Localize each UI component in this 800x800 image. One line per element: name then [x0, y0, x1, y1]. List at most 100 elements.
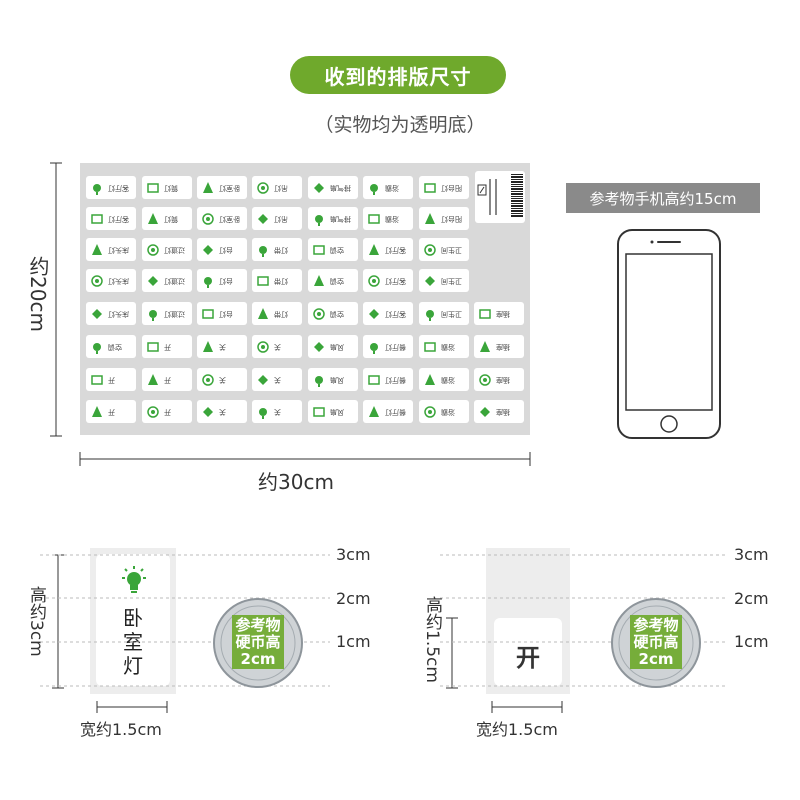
sticker-icon	[146, 373, 160, 387]
sticker-icon	[256, 307, 270, 321]
sheet-sticker: 床头灯	[86, 238, 136, 261]
sticker-icon	[146, 274, 160, 288]
sticker-icon	[423, 307, 437, 321]
left-height-label: 高约3cm	[26, 586, 46, 657]
sticker-icon	[367, 212, 381, 226]
sticker-icon	[256, 212, 270, 226]
sheet-sticker: 灯带	[252, 302, 302, 325]
sticker-icon	[312, 274, 326, 288]
sticker-icon	[256, 243, 270, 257]
sticker-icon	[312, 212, 326, 226]
sheet-sticker: 餐厅灯	[363, 400, 413, 423]
coin-line3: 2cm	[638, 650, 674, 668]
sheet-sticker: 客厅灯	[86, 207, 136, 230]
coin-line2: 硬币高	[633, 633, 679, 651]
sheet-sticker: 浴霸	[363, 207, 413, 230]
sheet-sticker: 灯带	[252, 238, 302, 261]
sheet-sticker: 风扇	[308, 400, 358, 423]
scale-3cm: 3cm	[336, 545, 371, 564]
sticker-icon	[478, 340, 492, 354]
sheet-sticker: 浴霸	[419, 400, 469, 423]
sticker-icon	[256, 373, 270, 387]
sticker-icon	[367, 274, 381, 288]
coin-caption: 参考物 硬币高 2cm	[624, 617, 688, 668]
sheet-sticker: 客厅灯	[86, 176, 136, 199]
sheet-sticker: 餐厅灯	[363, 368, 413, 391]
sheet-sticker: 关	[197, 335, 247, 358]
sticker-icon	[423, 373, 437, 387]
page-title: 收到的排版尺寸	[324, 64, 472, 89]
coin-caption: 参考物 硬币高 2cm	[226, 617, 290, 668]
sheet-sticker: 客厅灯	[363, 302, 413, 325]
sheet-sticker: 卫生间	[419, 302, 469, 325]
sheet-sticker: 风扇	[308, 368, 358, 391]
sticker-icon	[201, 340, 215, 354]
sheet-sticker: 灯带	[252, 269, 302, 292]
title-pill: 收到的排版尺寸	[290, 56, 506, 94]
sticker-icon	[146, 181, 160, 195]
sheet-sticker: 餐厅灯	[363, 335, 413, 358]
sticker-icon	[256, 405, 270, 419]
sticker-text: 开	[516, 644, 540, 672]
sheet-sticker: 关	[252, 368, 302, 391]
sheet-sticker: 床头灯	[86, 302, 136, 325]
sheet-sticker: 开	[142, 368, 192, 391]
sticker-sample-tall: 卧室灯	[90, 548, 176, 694]
sticker-icon	[90, 373, 104, 387]
sticker-icon	[146, 307, 160, 321]
sheet-sticker: 空调	[86, 335, 136, 358]
sticker-icon	[146, 212, 160, 226]
sheet-width-label: 约30cm	[258, 470, 334, 494]
sheet-sticker: 关	[252, 335, 302, 358]
left-width-label: 宽约1.5cm	[80, 720, 162, 739]
sheet-sticker: 台灯	[197, 269, 247, 292]
sticker-icon	[201, 274, 215, 288]
scale-2cm: 2cm	[336, 589, 371, 608]
sticker-open: 开	[494, 618, 562, 686]
sticker-icon	[256, 274, 270, 288]
sticker-icon	[478, 405, 492, 419]
phone-icon	[617, 229, 721, 439]
sheet-height-label: 约20cm	[26, 256, 50, 332]
sticker-icon	[146, 405, 160, 419]
sheet-sticker: 筒灯	[142, 207, 192, 230]
sheet-sticker: 阳台灯	[419, 207, 469, 230]
sheet-sticker: 吊灯	[252, 207, 302, 230]
bulb-icon	[122, 566, 146, 593]
sheet-sticker: 浴霸	[419, 368, 469, 391]
sheet-sticker: 过道灯	[142, 269, 192, 292]
sticker-icon	[90, 181, 104, 195]
sheet-sticker: 台灯	[197, 238, 247, 261]
right-width-label: 宽约1.5cm	[476, 720, 558, 739]
sheet-sticker: 吊灯	[252, 176, 302, 199]
sticker-icon	[423, 243, 437, 257]
sticker-icon	[478, 373, 492, 387]
sticker-icon	[90, 212, 104, 226]
sheet-sticker: 插座	[474, 335, 524, 358]
scale-1cm: 1cm	[734, 632, 769, 651]
sheet-sticker: 排气扇	[308, 207, 358, 230]
sticker-icon	[423, 340, 437, 354]
sheet-sticker: 卧室灯	[197, 176, 247, 199]
sticker-icon	[312, 373, 326, 387]
sheet-sticker: 空调	[308, 238, 358, 261]
reference-label: 参考物手机高约15cm	[566, 183, 760, 213]
sticker-bedroom-light: 卧室灯	[96, 554, 170, 686]
sheet-sticker: 关	[197, 368, 247, 391]
sheet-sticker: 空调	[308, 269, 358, 292]
sheet-sticker: 卫生间	[419, 238, 469, 261]
sheet-sticker: 客厅灯	[363, 269, 413, 292]
scale-1cm: 1cm	[336, 632, 371, 651]
coin-line3: 2cm	[240, 650, 276, 668]
barcode-icon	[477, 174, 523, 217]
sticker-icon	[367, 181, 381, 195]
sticker-icon	[423, 181, 437, 195]
sheet-sticker: 关	[197, 400, 247, 423]
barcode-label	[475, 171, 525, 223]
sticker-icon	[201, 243, 215, 257]
sticker-icon	[367, 405, 381, 419]
sticker-icon	[312, 307, 326, 321]
sticker-icon	[367, 243, 381, 257]
